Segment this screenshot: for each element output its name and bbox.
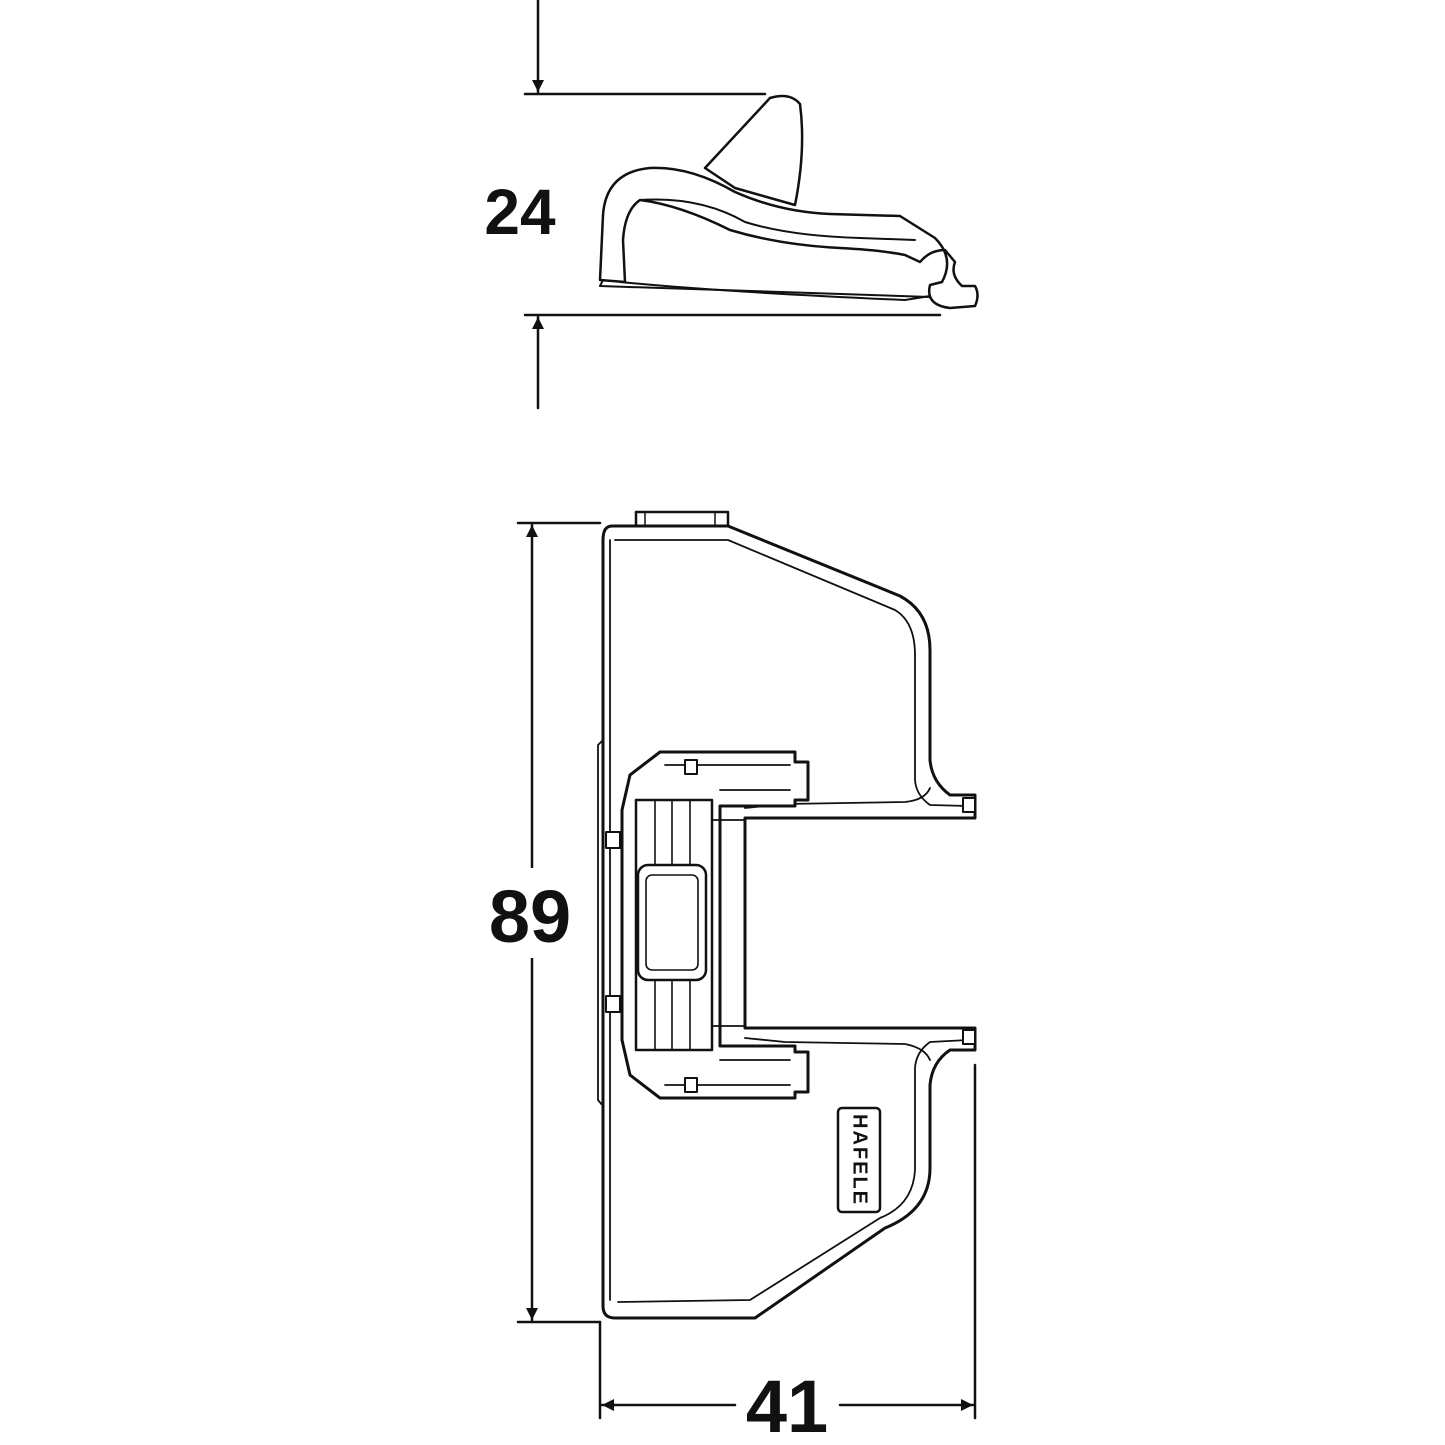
hafele-logo: HAFELE <box>836 1106 882 1214</box>
width-total-label: 41 <box>746 1365 828 1445</box>
side-profile <box>598 94 979 310</box>
logo-text: HAFELE <box>849 1114 871 1206</box>
part-plan-outline <box>597 510 977 1320</box>
height-side-label: 24 <box>484 176 556 248</box>
height-label-gap <box>470 868 580 958</box>
latch-mechanism <box>605 750 810 1100</box>
side-view: 24 <box>484 0 979 410</box>
plan-view: 89 41 <box>470 510 977 1445</box>
height-total-label: 89 <box>489 875 571 958</box>
